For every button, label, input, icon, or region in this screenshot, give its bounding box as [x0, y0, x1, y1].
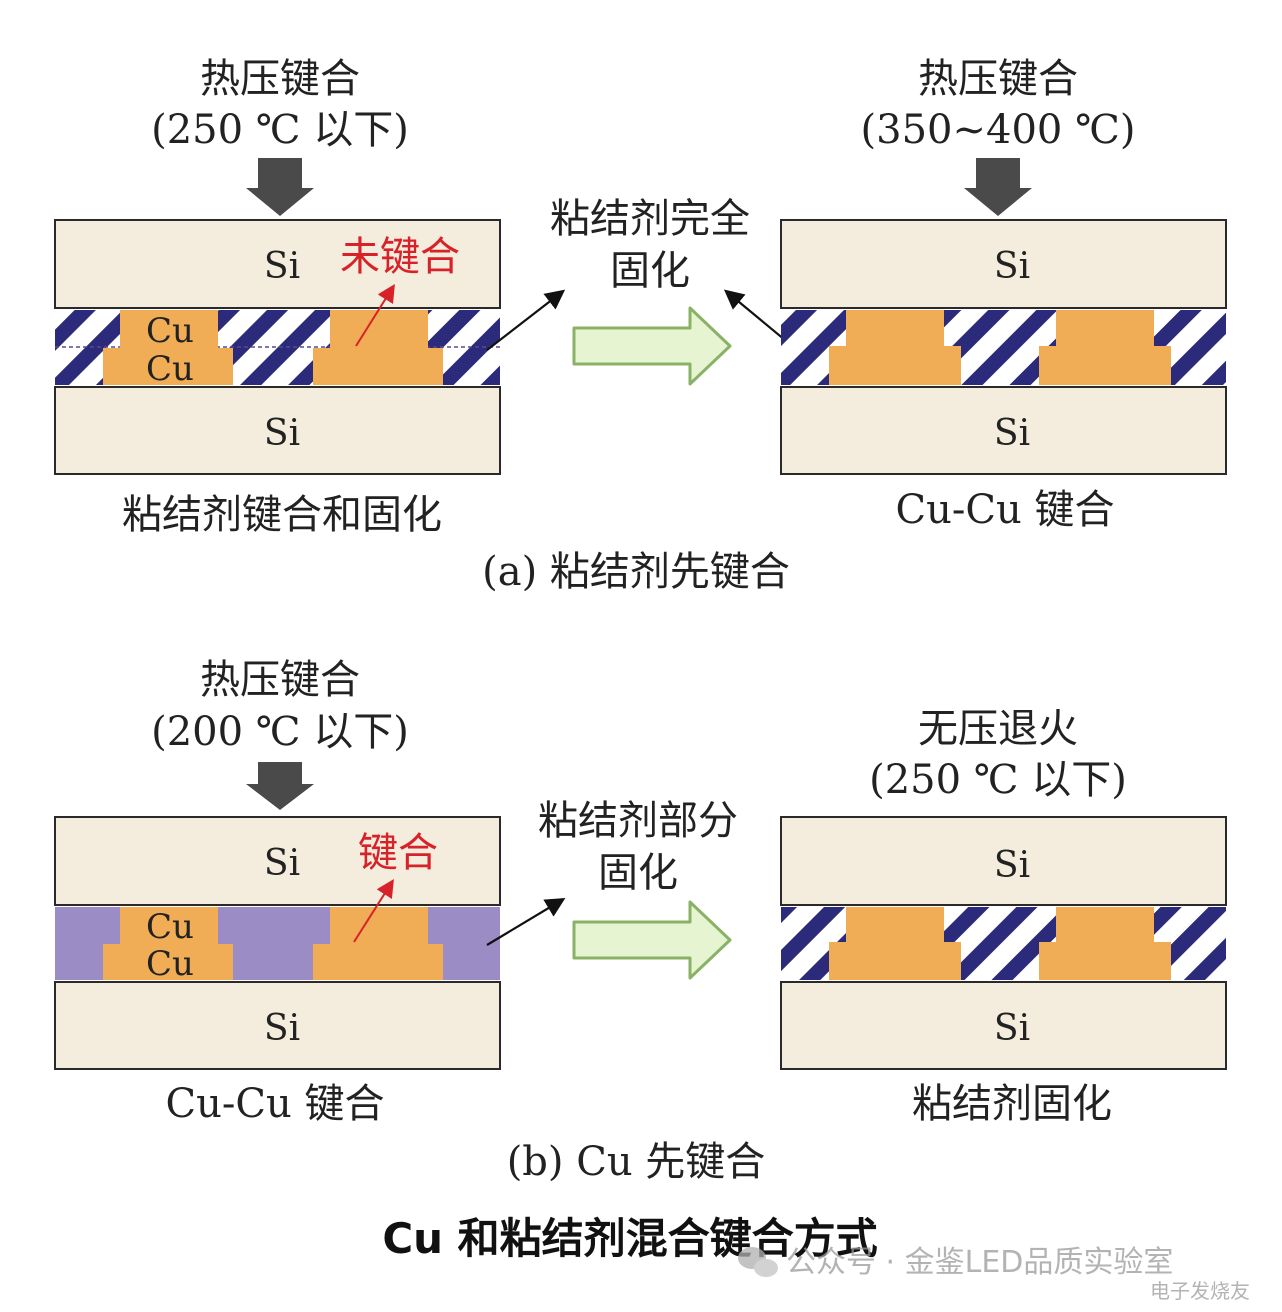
press-arrow-icon — [964, 158, 1032, 216]
cu-pad-bottom — [313, 944, 443, 980]
panel-b-right-heading-line1: 无压退火 — [918, 706, 1078, 752]
press-arrow-icon — [246, 762, 314, 810]
panel-a-middle-note-line2: 固化 — [610, 248, 690, 294]
process-arrow-icon — [572, 306, 732, 386]
cu-label: Cu — [146, 349, 194, 389]
process-arrow-icon — [572, 900, 732, 980]
cu-pad-bottom — [829, 942, 961, 980]
pointer-arrow — [486, 897, 566, 946]
si-wafer-bottom — [54, 981, 501, 1070]
watermark-text: 公众号 · 金鉴LED品质实验室 — [786, 1245, 1173, 1280]
watermark: 公众号 · 金鉴LED品质实验室 电子发烧友 — [738, 1245, 1250, 1303]
si-label: Si — [264, 843, 300, 884]
cu-pad-top — [1056, 310, 1154, 348]
si-label: Si — [994, 413, 1030, 454]
panel-b-right-assembly: 无压退火 (250 ℃ 以下) Si Si 粘结剂固化 — [780, 706, 1227, 1127]
cu-pad-bottom — [1039, 346, 1171, 385]
panel-b-subtitle: (b) Cu 先键合 — [507, 1139, 766, 1185]
pointer-arrow — [486, 289, 566, 351]
si-wafer-bottom — [780, 386, 1227, 475]
wechat-icon — [738, 1247, 778, 1277]
panel-a-subtitle: (a) 粘结剂先键合 — [482, 549, 790, 595]
panel-b-left-assembly: 热压键合 (200 ℃ 以下) Si 键合 Cu Cu Si Cu-Cu 键合 — [54, 657, 501, 1127]
panel-a-right-heading-line2: (350~400 ℃) — [861, 107, 1136, 153]
cu-pad-top — [846, 907, 944, 945]
panel-b-right-caption: 粘结剂固化 — [912, 1081, 1112, 1127]
panel-a-left-heading-line1: 热压键合 — [200, 56, 360, 102]
cu-pad-bottom — [313, 348, 443, 385]
panel-b-right-heading-line2: (250 ℃ 以下) — [869, 757, 1127, 803]
panel-a-right-heading-line1: 热压键合 — [918, 56, 1078, 102]
si-wafer-top — [54, 219, 501, 309]
si-label: Si — [994, 246, 1030, 287]
cu-label: Cu — [146, 311, 194, 351]
si-wafer-bottom — [54, 386, 501, 475]
panel-a-middle-note-line1: 粘结剂完全 — [550, 196, 750, 242]
cu-pad-bottom — [103, 348, 233, 385]
unbonded-pointer-arrow — [355, 283, 395, 347]
cu-pad-top — [846, 310, 944, 348]
si-label: Si — [994, 845, 1030, 886]
cu-label: Cu — [146, 907, 194, 947]
panel-a-left-caption: 粘结剂键合和固化 — [122, 492, 442, 538]
panel-a-middle: 粘结剂完全 固化 — [486, 196, 798, 386]
panel-a-left-heading-line2: (250 ℃ 以下) — [151, 107, 409, 153]
press-arrow-icon — [246, 158, 314, 216]
panel-b: 热压键合 (200 ℃ 以下) Si 键合 Cu Cu Si Cu-Cu 键合 … — [54, 657, 1227, 1185]
bonded-label: 键合 — [358, 830, 438, 876]
si-label: Si — [264, 246, 300, 287]
si-wafer-top — [54, 816, 501, 906]
panel-b-left-caption: Cu-Cu 键合 — [166, 1081, 385, 1127]
cu-pad-bottom — [103, 944, 233, 980]
cu-pad-bottom — [829, 346, 961, 385]
unbonded-label: 未键合 — [340, 234, 460, 280]
panel-b-left-heading-line2: (200 ℃ 以下) — [151, 709, 409, 755]
cu-pad-top — [1056, 907, 1154, 945]
si-wafer-bottom — [780, 981, 1227, 1070]
panel-a: 热压键合 (250 ℃ 以下) Si 未键合 Cu Cu Si 粘结剂键合和固化… — [54, 56, 1227, 595]
watermark-site-text: 电子发烧友 — [1150, 1279, 1250, 1303]
si-label: Si — [994, 1008, 1030, 1049]
panel-a-right-caption: Cu-Cu 键合 — [896, 487, 1115, 533]
panel-b-middle: 粘结剂部分 固化 — [486, 798, 738, 980]
bonded-pointer-arrow — [353, 878, 394, 943]
si-label: Si — [264, 413, 300, 454]
si-wafer-top — [780, 219, 1227, 309]
panel-b-middle-note-line2: 固化 — [598, 850, 678, 896]
cu-pad-top — [330, 310, 428, 348]
si-wafer-top — [780, 816, 1227, 906]
cu-pad-bottom — [1039, 942, 1171, 980]
panel-b-left-heading-line1: 热压键合 — [200, 657, 360, 703]
si-label: Si — [264, 1008, 300, 1049]
cu-pad-top — [330, 907, 428, 945]
cu-label: Cu — [146, 944, 194, 984]
panel-b-middle-note-line1: 粘结剂部分 — [538, 798, 738, 844]
cu-pad-top — [120, 310, 218, 348]
figure-title: Cu 和粘结剂混合键合方式 — [382, 1214, 877, 1263]
panel-a-right-assembly: 热压键合 (350~400 ℃) Si Si Cu-Cu 键合 — [780, 56, 1227, 533]
cu-pad-top — [120, 907, 218, 945]
panel-a-left-assembly: 热压键合 (250 ℃ 以下) Si 未键合 Cu Cu Si 粘结剂键合和固化 — [54, 56, 501, 538]
